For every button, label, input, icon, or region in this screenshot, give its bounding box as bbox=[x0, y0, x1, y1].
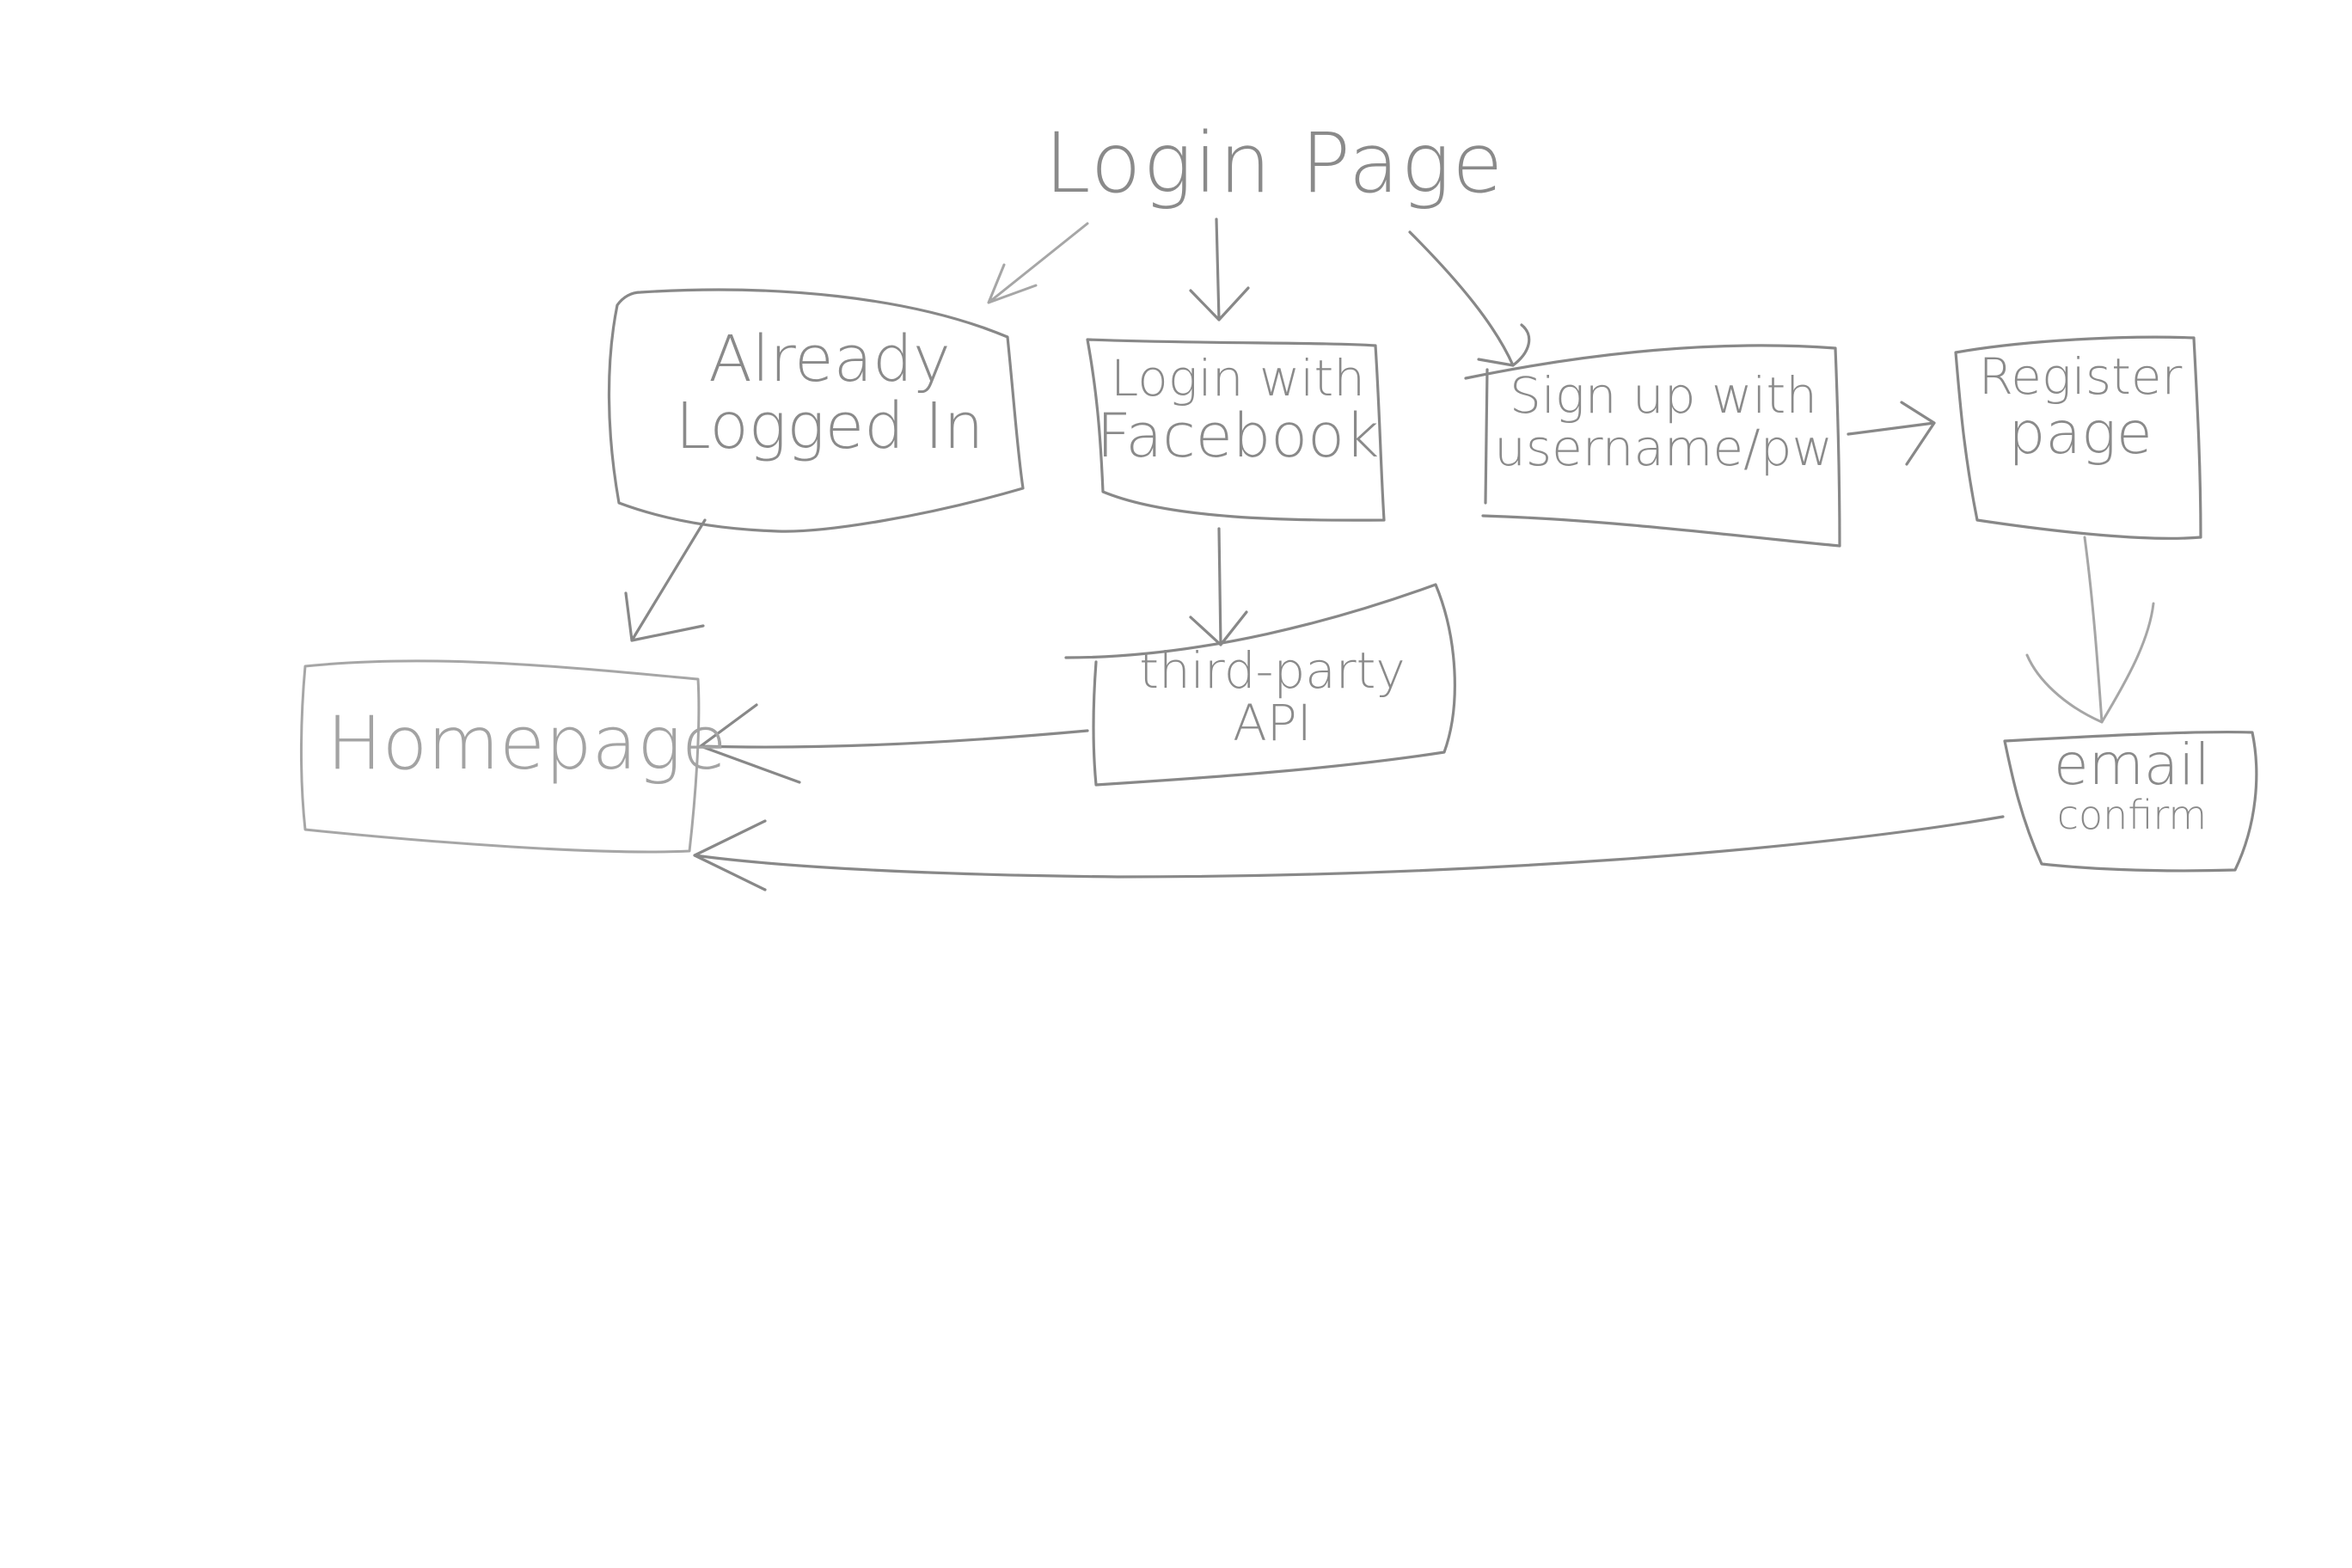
node-homepage: Homepage bbox=[327, 701, 727, 787]
arrow-facebook-to-api bbox=[1189, 527, 1248, 646]
node-email-line1: email bbox=[2053, 732, 2210, 798]
node-register: Register page bbox=[1960, 347, 2201, 468]
box-login-facebook bbox=[1086, 338, 1386, 522]
node-login-facebook: Login with Facebook bbox=[1092, 352, 1384, 468]
arrow-email-to-homepage bbox=[693, 815, 2005, 891]
arrow-signup-to-register bbox=[1847, 401, 1936, 466]
arrow-register-to-email bbox=[2025, 536, 2155, 724]
arrow-title-to-already bbox=[987, 222, 1089, 304]
node-signup: Sign up with username/pw bbox=[1491, 370, 1835, 475]
box-already-logged-in bbox=[607, 288, 1025, 533]
node-already-line2: Logged In bbox=[675, 389, 984, 463]
node-email-line2: confirm bbox=[2056, 792, 2208, 839]
arrow-already-to-homepage bbox=[624, 518, 707, 642]
node-api-line1: third-party bbox=[1139, 641, 1406, 700]
box-homepage bbox=[299, 659, 701, 854]
node-register-line2: page bbox=[2008, 399, 2153, 468]
node-already-logged-in: Already Logged In bbox=[640, 322, 1019, 463]
box-email-confirm bbox=[2003, 730, 2258, 873]
title-login-page: Login Page bbox=[1044, 115, 1505, 211]
node-email-confirm: email confirm bbox=[2012, 735, 2252, 836]
node-register-line1: Register bbox=[1978, 347, 2183, 406]
node-facebook-line1: Login with bbox=[1111, 349, 1365, 407]
node-already-line1: Already bbox=[708, 322, 951, 396]
arrow-title-to-signup bbox=[1408, 230, 1531, 367]
arrow-api-to-homepage bbox=[699, 703, 1089, 784]
box-signup bbox=[1464, 344, 1841, 548]
node-facebook-line2: Facebook bbox=[1096, 400, 1380, 471]
box-register bbox=[1954, 335, 2202, 540]
node-signup-line1: Sign up with bbox=[1510, 366, 1817, 425]
box-third-party-api bbox=[1064, 583, 1456, 787]
node-api-line2: API bbox=[1233, 693, 1312, 752]
node-signup-line2: username/pw bbox=[1494, 418, 1833, 477]
arrow-title-to-facebook bbox=[1189, 217, 1250, 322]
node-third-party-api: third-party API bbox=[1100, 645, 1444, 750]
